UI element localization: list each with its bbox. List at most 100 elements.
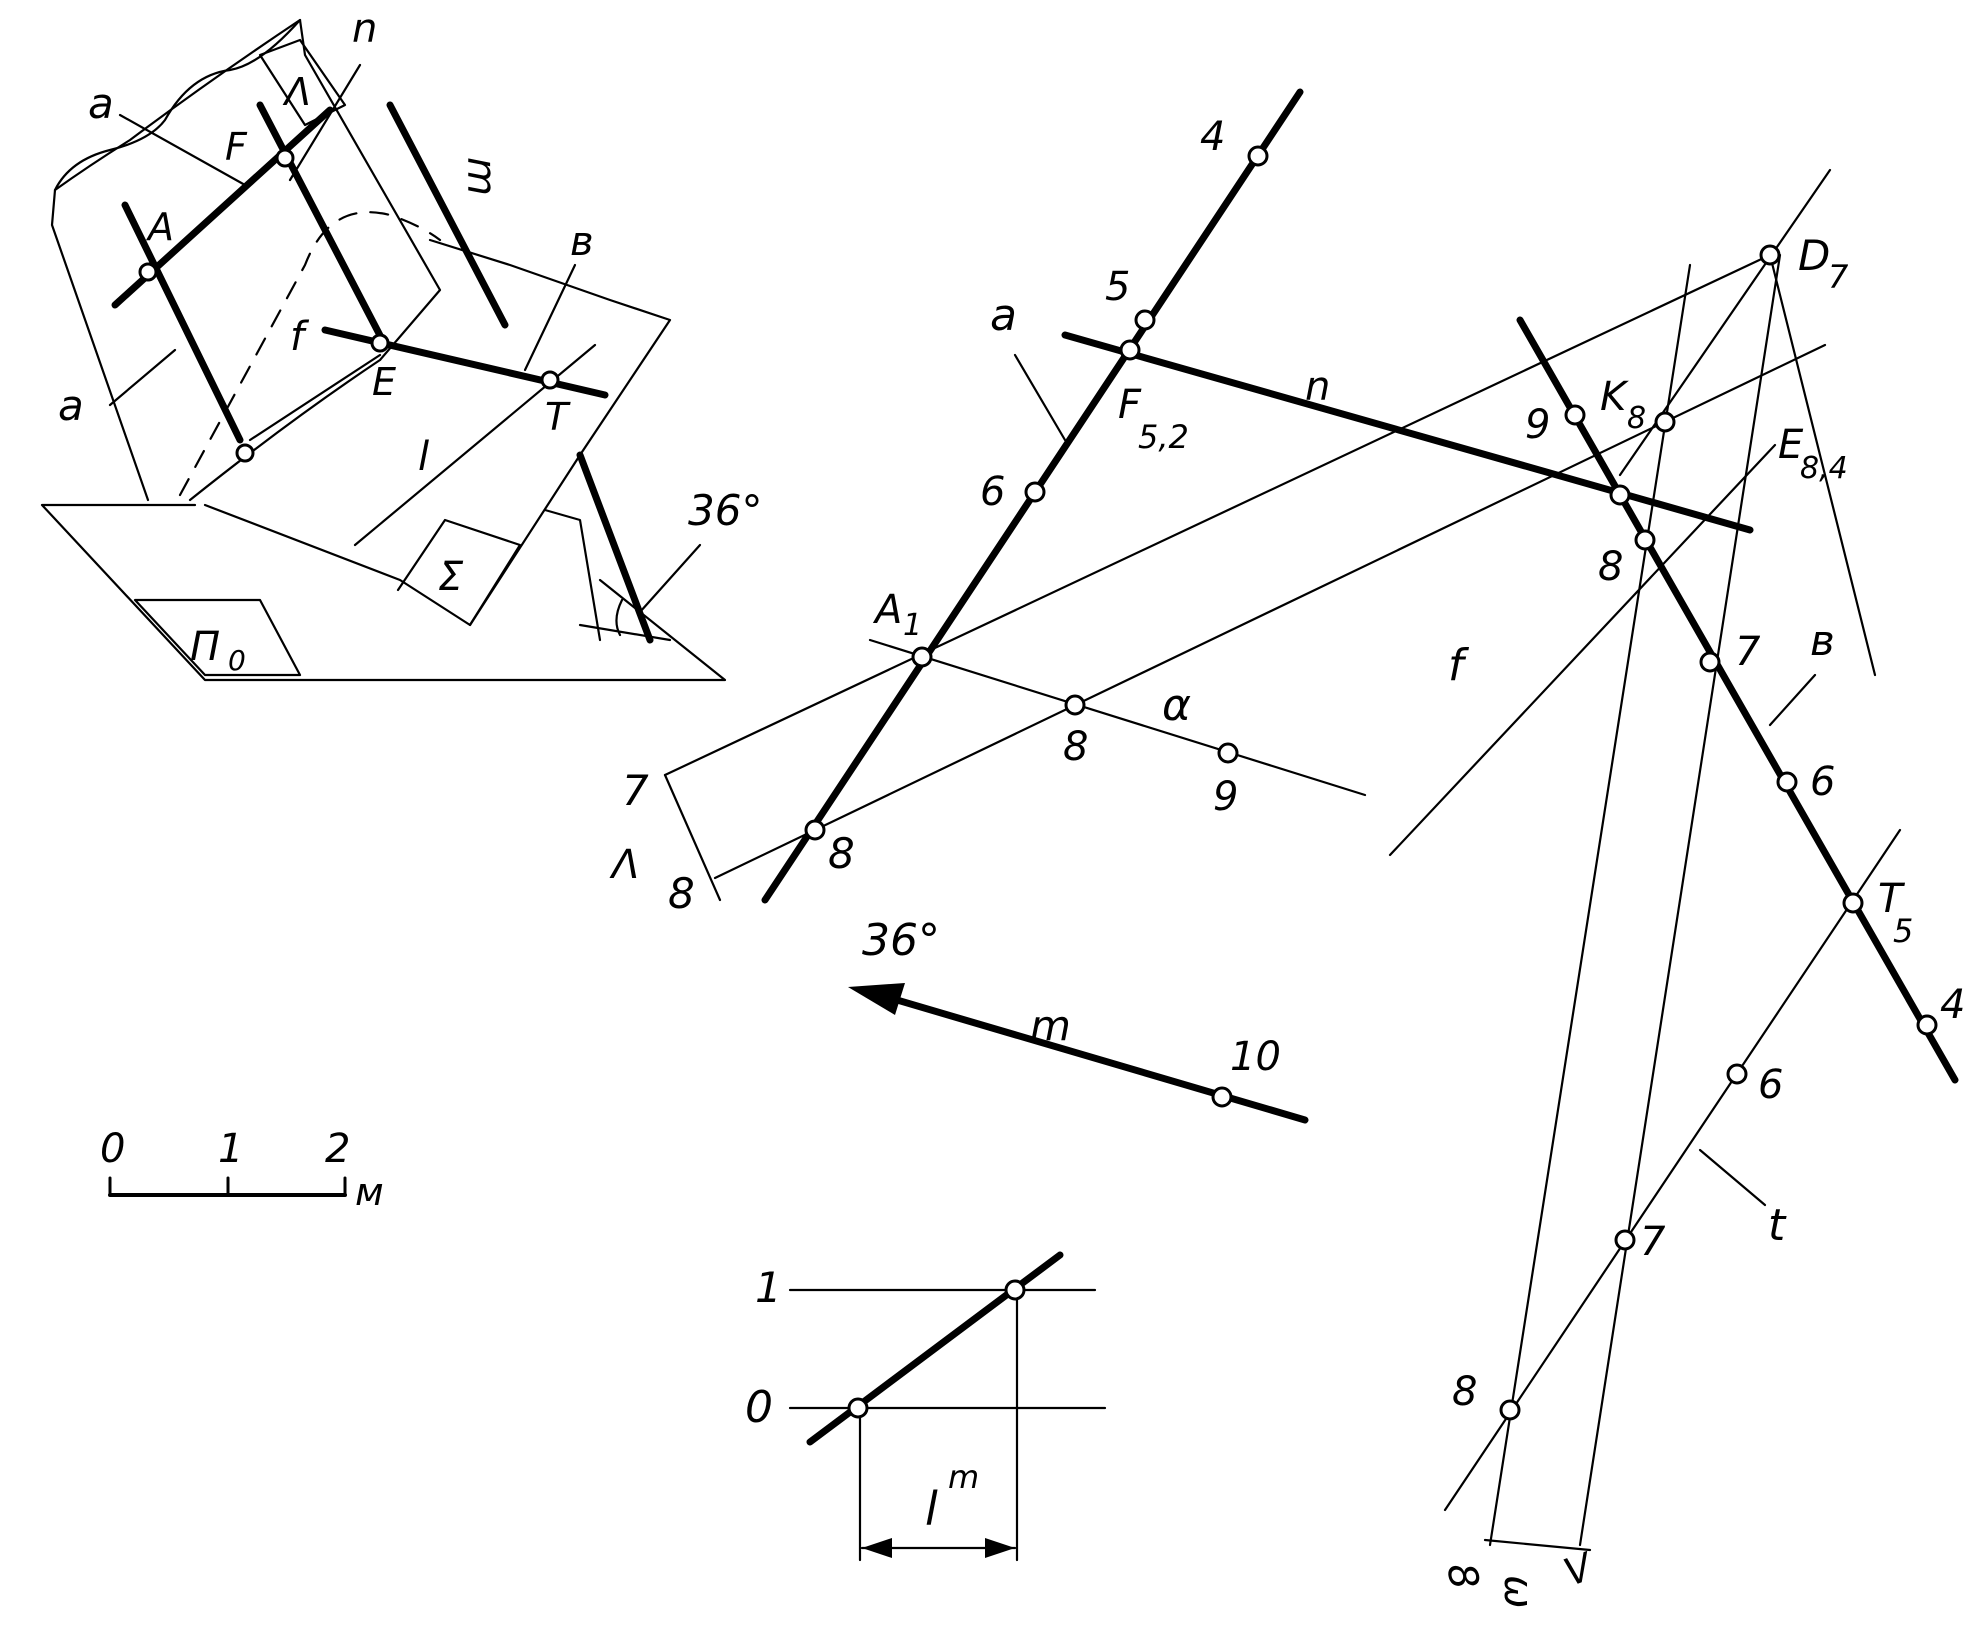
label-e: E: [1778, 422, 1804, 468]
label-a1: A: [872, 587, 902, 633]
label-m-line: m: [1030, 1001, 1071, 1050]
point-t5: [1842, 892, 1864, 914]
label-7-left: 7: [622, 766, 649, 815]
point-8-mid: [1634, 529, 1656, 551]
point-5: [1134, 309, 1156, 331]
point-t8: [1499, 1399, 1521, 1421]
label-lambda-left: Λ: [609, 842, 639, 888]
label-8-on-a: 8: [828, 829, 855, 878]
scale-unit: м: [355, 1170, 384, 1214]
point-alpha-8: [1064, 694, 1086, 716]
label-t-line: t: [1768, 1200, 1787, 1251]
label-angle-m: 36°: [862, 915, 940, 966]
label-e-sub: 8,4: [1800, 451, 1848, 486]
label-a-top: a: [88, 79, 114, 128]
sigma-support: [543, 508, 602, 642]
label-pi0: Π: [190, 624, 220, 670]
point-alpha-9: [1217, 742, 1239, 764]
label-4: 4: [1200, 114, 1225, 160]
line-t: [1443, 828, 1902, 1512]
lambda-label-box: [258, 38, 347, 127]
line-8-left: [713, 343, 1827, 880]
point-b7: [1699, 651, 1721, 673]
label-bottom-w: ω: [1495, 1575, 1541, 1609]
label-sigma: Σ: [438, 554, 464, 600]
bottom-tick: [1483, 1538, 1592, 1552]
label-lambda: Λ: [282, 70, 311, 114]
point-m10: [1211, 1086, 1233, 1108]
arrow-head-m: [848, 983, 905, 1015]
label-b-6: 6: [1810, 759, 1835, 805]
construction-figure: 4 5 a F 5,2 n 6 A 1 α 8 9 7 Λ 8 8 D 7 K …: [609, 88, 1965, 1609]
point-b4: [1916, 1014, 1938, 1036]
interval-point-0: [847, 1397, 869, 1419]
label-f: F: [1118, 382, 1142, 428]
scale-bar-ticks: [108, 1176, 347, 1197]
label-f-line: f: [1448, 640, 1470, 691]
interval-label: l: [925, 1482, 938, 1536]
line-a-top: [118, 113, 247, 187]
label-bottom-lambda: Λ: [1557, 1542, 1599, 1593]
angle-mark: [578, 598, 672, 642]
label-t-7: 7: [1640, 1219, 1666, 1265]
leader-t: [1698, 1148, 1767, 1207]
interval-level-1: 1: [755, 1263, 782, 1312]
sigma-support-thick: [576, 451, 654, 644]
point-t7: [1614, 1229, 1636, 1251]
line-f: [248, 353, 382, 442]
line-b-right: [1516, 316, 1959, 1084]
pi0-label-box: [133, 598, 302, 677]
point-9: [1564, 404, 1586, 426]
label-pi0-sub: 0: [228, 644, 246, 677]
interval-arrow-right: [985, 1538, 1015, 1558]
label-5: 5: [1105, 264, 1130, 310]
label-9: 9: [1525, 402, 1550, 448]
label-alpha-9: 9: [1213, 774, 1238, 820]
label-m10: 10: [1230, 1034, 1281, 1080]
leader-b: [1768, 673, 1817, 727]
label-d-sub: 7: [1828, 258, 1849, 296]
line-n-right: [1061, 331, 1754, 534]
point-f: [1119, 339, 1141, 361]
scale-tick-2: 2: [325, 1126, 350, 1172]
angle-leader: [638, 543, 702, 614]
label-alpha: α: [1162, 680, 1191, 731]
line-7: [663, 253, 1772, 777]
label-f-line: f: [290, 314, 310, 360]
scale-tick-1: 1: [218, 1126, 243, 1172]
interval-sup: m: [948, 1458, 979, 1496]
point-b6: [1776, 771, 1798, 793]
perspective-figure: a a F n A f E m в l T Λ Σ Π 0 36°: [40, 6, 762, 682]
label-t: T: [1878, 876, 1906, 922]
label-m: m: [458, 157, 504, 196]
dashed-line-a: [178, 211, 442, 497]
point-a: [138, 262, 158, 282]
label-t-6: 6: [1758, 1062, 1783, 1108]
plane-pi0: [40, 503, 727, 682]
point-4: [1247, 145, 1269, 167]
scale-bar: 0 1 2 м: [100, 1126, 384, 1214]
label-t-point: T: [545, 395, 571, 439]
label-n: n: [352, 6, 377, 52]
interval-verticals: [858, 1288, 1019, 1562]
line-m-right: [876, 991, 1309, 1124]
leader-a: [1013, 353, 1067, 442]
label-alpha-8: 8: [1063, 724, 1088, 770]
label-6: 6: [980, 469, 1005, 515]
point-f: [275, 148, 295, 168]
line-d7-down: [1768, 253, 1877, 677]
label-a: a: [990, 290, 1017, 341]
label-b-line: в: [1810, 616, 1835, 665]
line-f-right: [1388, 443, 1777, 857]
point-8-on-a: [804, 819, 826, 841]
point-e: [370, 333, 390, 353]
label-f-point: F: [225, 125, 248, 169]
point-6: [1024, 481, 1046, 503]
line-a-bottom: [108, 348, 177, 407]
label-b: в: [570, 219, 594, 265]
point-k8: [1654, 411, 1676, 433]
point-d7: [1759, 244, 1781, 266]
label-a-point: A: [145, 205, 174, 249]
label-8-left: 8: [668, 869, 695, 918]
